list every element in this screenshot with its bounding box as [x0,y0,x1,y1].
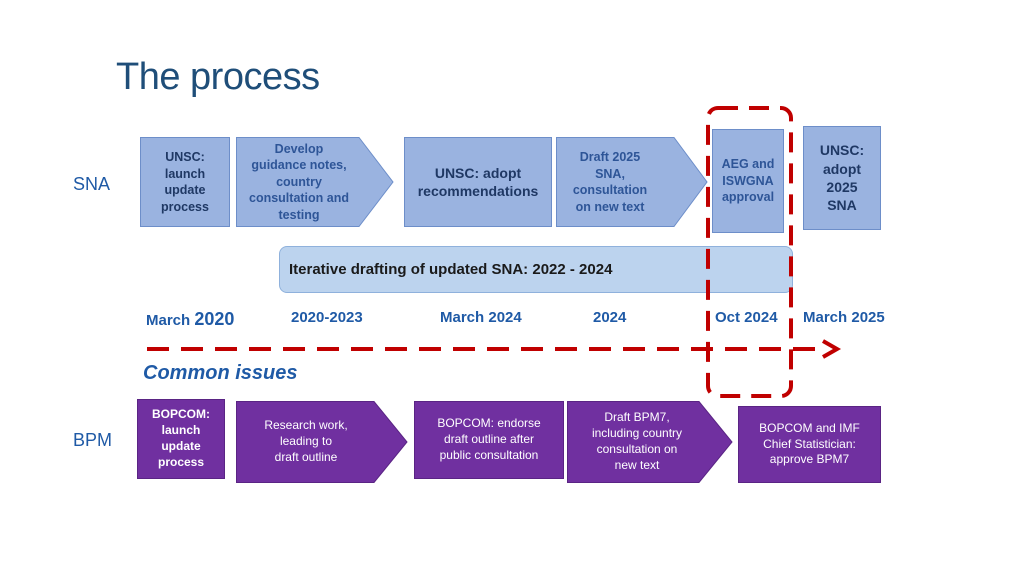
sna-step-adopt-recommendations: UNSC: adopt recommendations [404,137,552,227]
bpm-step-research-arrow: Research work, leading to draft outline [236,401,408,483]
date-march-2020: March 2020 [146,309,234,330]
date-2020-2023: 2020-2023 [291,309,363,326]
chevron-arrow-shape [567,401,733,483]
bpm-step-endorse-outline: BOPCOM: endorse draft outline after publ… [414,401,564,479]
common-issues-label: Common issues [143,362,298,384]
oct-2024-highlight-frame [706,106,793,398]
sna-step-aeg-approval: AEG and ISWGNA approval [712,129,784,233]
sna-step-guidance: Develop guidance notes, country consulta… [249,141,349,222]
timeline-arrowhead [822,339,842,359]
date-march-2025: March 2025 [803,309,885,326]
chevron-arrow-shape [556,137,708,227]
sna-step-draft: Draft 2025 SNA, consultation on new text [572,150,648,214]
sna-step-draft-arrow: Draft 2025 SNA, consultation on new text [556,137,708,227]
sna-step-guidance-arrow: Develop guidance notes, country consulta… [236,137,394,227]
date-2024: 2024 [593,309,627,326]
bpm-step-launch: BOPCOM: launch update process [137,399,225,479]
bpm-step-draft-arrow: Draft BPM7, including country consultati… [567,401,733,483]
row-label-sna: SNA [73,174,111,194]
chevron-arrow-shape [236,137,394,227]
chevron-arrow-shape [236,401,408,483]
date-month: March [146,312,191,329]
date-oct-2024: Oct 2024 [715,309,778,326]
date-year: 2020 [194,309,235,329]
sna-step-launch: UNSC: launch update process [140,137,230,227]
bpm-step-research: Research work, leading to draft outline [264,418,348,464]
sna-step-adopt-sna: UNSC: adopt 2025 SNA [803,126,881,230]
row-label-bpm: BPM [73,430,113,450]
bpm-step-draft: Draft BPM7, including country consultati… [591,410,683,472]
page-title: The process [116,56,320,98]
bpm-step-approve: BOPCOM and IMF Chief Statistician: appro… [738,406,881,483]
date-march-2024: March 2024 [440,309,522,326]
